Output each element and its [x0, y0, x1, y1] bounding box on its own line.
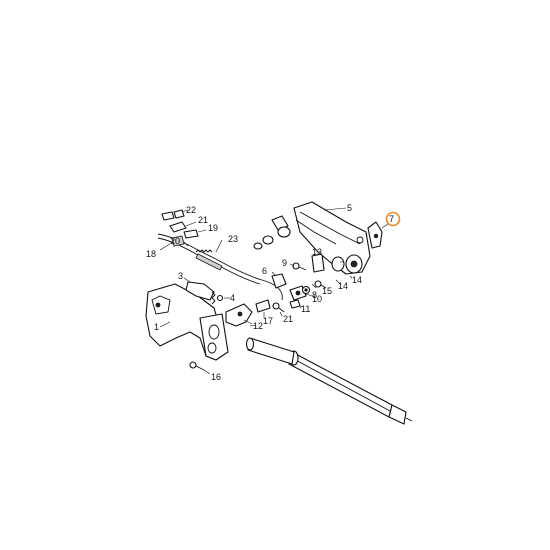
part-9-pin	[292, 262, 307, 271]
label-22: 22	[186, 205, 196, 215]
part-20-sleeve	[171, 235, 189, 247]
part-12-lever	[225, 303, 253, 327]
label-8: 8	[312, 290, 317, 300]
label-3: 3	[178, 271, 183, 281]
part-6-bracket	[271, 271, 287, 289]
part-1-handle-housing	[145, 283, 229, 361]
part-7-bracket	[367, 221, 389, 249]
part-22-connector	[161, 209, 189, 221]
label-17: 17	[263, 316, 273, 326]
label-16: 16	[211, 372, 221, 382]
part-17-clip	[255, 299, 271, 318]
label-23: 23	[228, 234, 238, 244]
label-12: 12	[253, 321, 263, 331]
label-4: 4	[230, 293, 235, 303]
label-20: 20	[170, 236, 180, 246]
hardware-washers	[253, 215, 291, 250]
label-19: 19	[208, 223, 218, 233]
label-14-left: 14	[338, 281, 348, 291]
label-13: 13	[312, 247, 322, 257]
part-15-screw	[314, 280, 327, 289]
label-10: 10	[312, 294, 322, 304]
label-21-top: 21	[198, 215, 208, 225]
part-21b-screw	[272, 302, 285, 313]
label-11: 11	[301, 304, 310, 314]
leader-lines	[159, 261, 353, 328]
part-21-terminal	[169, 221, 197, 233]
label-5: 5	[347, 203, 352, 213]
part-11-nut	[289, 299, 301, 309]
part-19-terminal	[183, 229, 207, 239]
label-15: 15	[322, 286, 332, 296]
label-14-right: 14	[352, 275, 362, 285]
part-10-washer	[301, 285, 311, 295]
highlight-marker	[385, 211, 401, 227]
label-7: 7	[389, 214, 394, 224]
part-labels: 22 21 19 20 23 18 5 7 13 9 6 14 14 15 8 …	[146, 203, 394, 382]
label-6: 6	[262, 266, 267, 276]
label-9: 9	[282, 258, 287, 268]
drive-tube	[245, 337, 413, 425]
label-1: 1	[154, 322, 159, 332]
part-4-spring	[211, 291, 230, 305]
part-3-trigger	[183, 277, 215, 301]
part-16-screw	[189, 361, 211, 375]
label-18: 18	[146, 249, 156, 259]
part-5-housing-shell	[293, 201, 371, 275]
label-21-bottom: 21	[283, 314, 293, 324]
